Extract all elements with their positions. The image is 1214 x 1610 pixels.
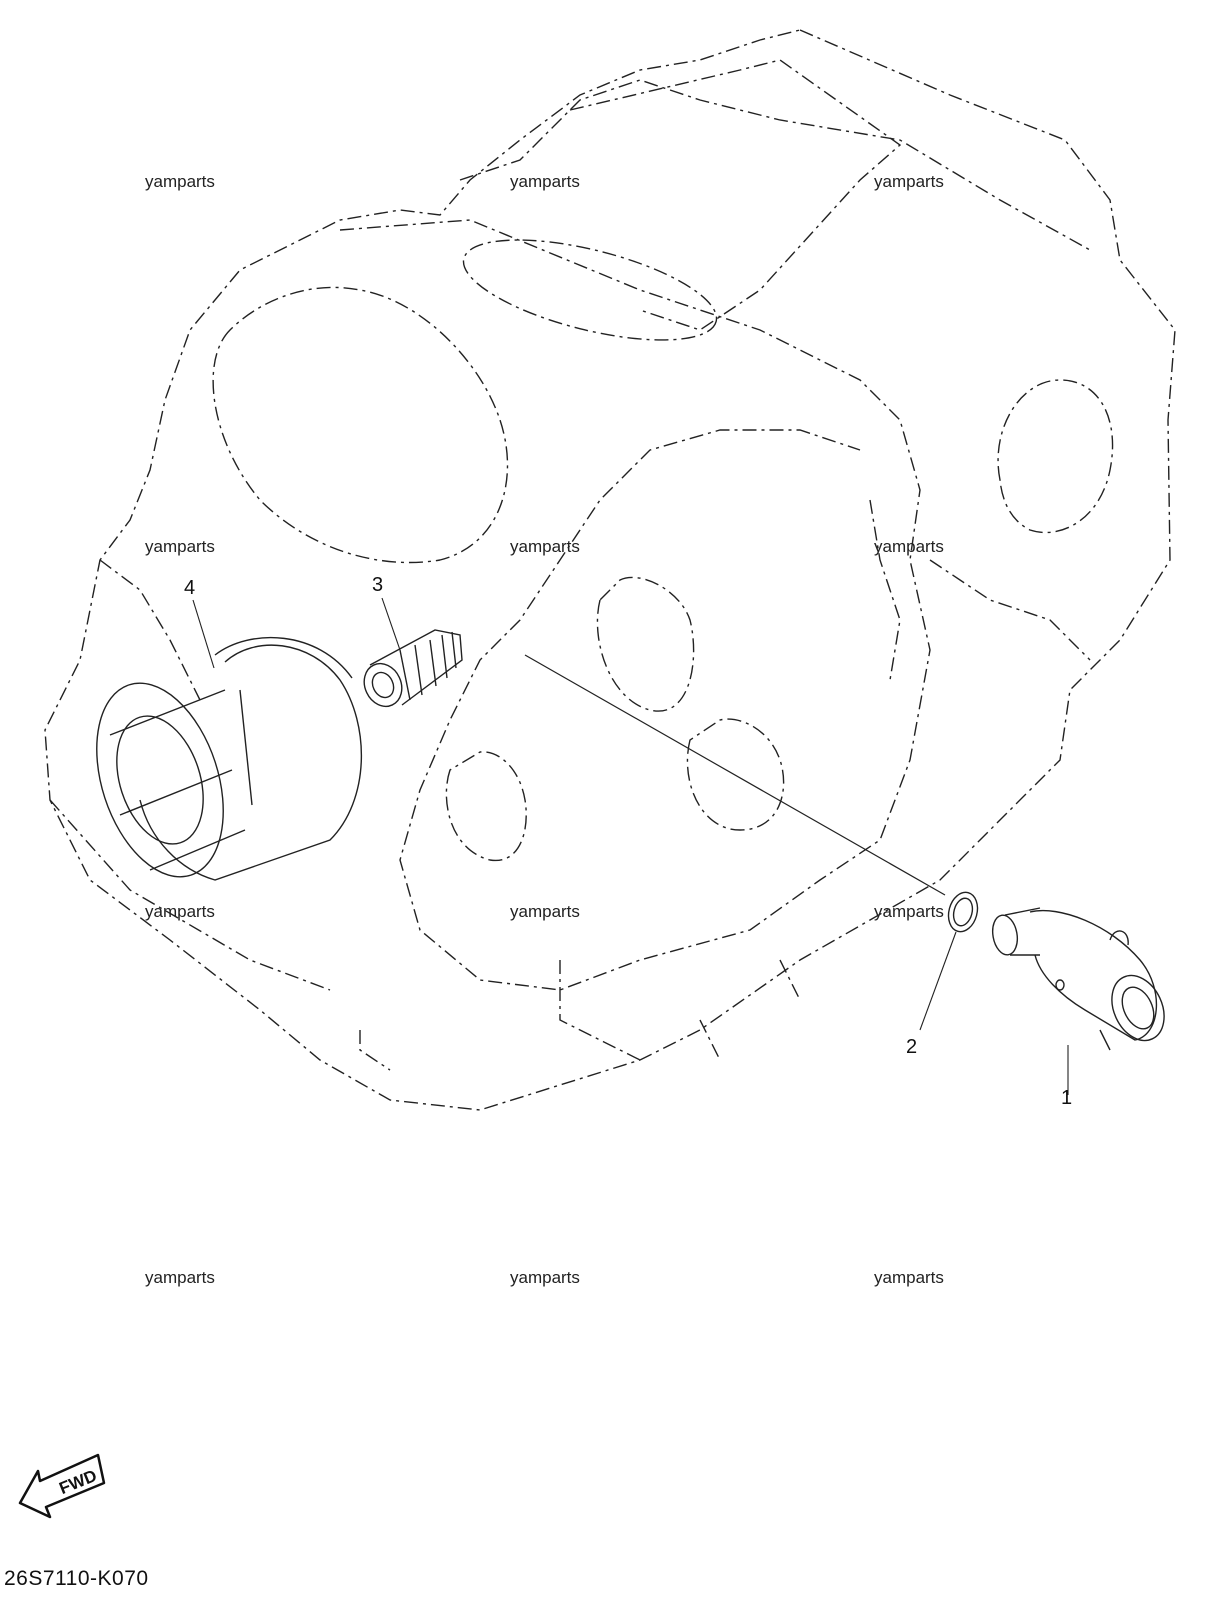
watermark-text: yamparts [874, 902, 944, 921]
callout-3: 3 [372, 574, 384, 596]
watermark-text: yamparts [510, 902, 580, 921]
watermark-text: yamparts [145, 1268, 215, 1287]
assembly-axis-line [524, 654, 946, 896]
watermark-text: yamparts [510, 172, 580, 191]
gasket-part [919, 891, 979, 1031]
watermark-text: yamparts [874, 1268, 944, 1287]
oil-nipple-part [363, 597, 463, 708]
fwd-arrow-icon: FWD [18, 1453, 106, 1519]
watermark-text: yamparts [510, 537, 580, 556]
oil-switch-part [991, 907, 1165, 1095]
watermark-text: yamparts [145, 172, 215, 191]
watermark-text: yamparts [145, 902, 215, 921]
drawing-code: 26S7110-K070 [4, 1567, 149, 1590]
watermark-text: yamparts [874, 172, 944, 191]
watermark-text: yamparts [510, 1268, 580, 1287]
oil-filter-part [96, 599, 362, 881]
callout-4: 4 [184, 577, 196, 599]
crankcase-outline [44, 29, 1176, 1111]
watermark-text: yamparts [145, 537, 215, 556]
callout-2: 2 [906, 1036, 918, 1058]
callout-1: 1 [1061, 1087, 1073, 1109]
watermark-text: yamparts [874, 537, 944, 556]
